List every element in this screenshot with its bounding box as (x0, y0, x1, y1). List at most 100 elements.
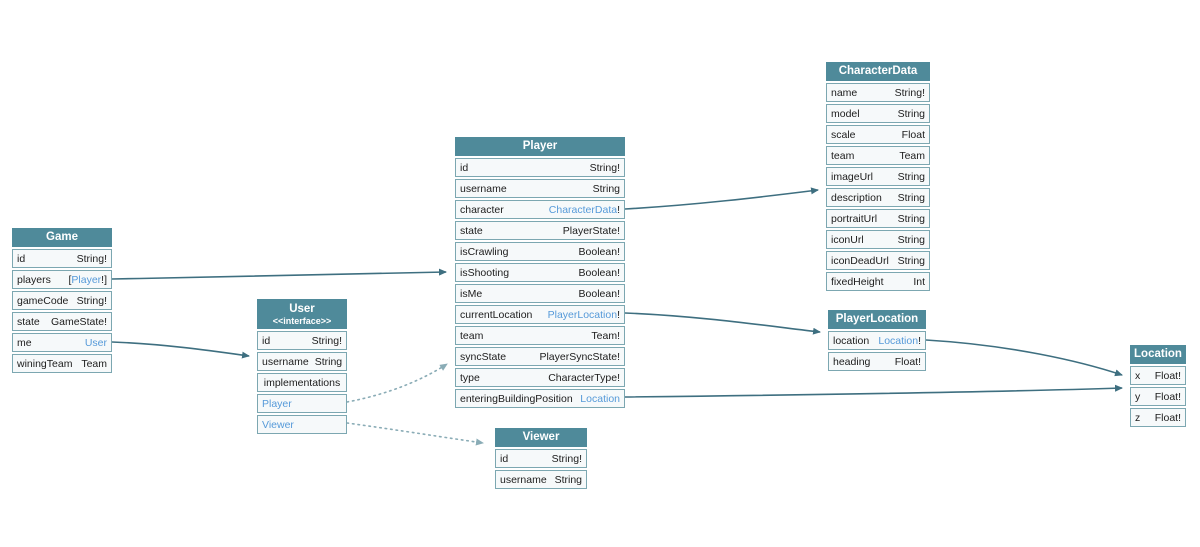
type-link[interactable]: PlayerLocation (547, 308, 618, 321)
field-name: syncState (460, 350, 507, 363)
type-text: String (897, 212, 925, 225)
field-name: imageUrl (831, 170, 874, 183)
type-text: Boolean! (578, 245, 620, 258)
field-name: model (831, 107, 860, 120)
type-text: String! (589, 161, 620, 174)
table-header-viewer[interactable]: Viewer (495, 428, 587, 447)
type-text: PlayerSyncState! (539, 350, 620, 363)
table-header-user[interactable]: User<<interface>> (257, 299, 347, 329)
field-row-enteringBuildingPosition[interactable]: enteringBuildingPosition Location (455, 389, 625, 408)
field-name: currentLocation (460, 308, 533, 321)
field-type: GameState! (51, 316, 107, 328)
type-text: ! (617, 203, 620, 216)
table-header-playerlocation[interactable]: PlayerLocation (828, 310, 926, 329)
field-name: type (460, 371, 480, 384)
field-name: enteringBuildingPosition (460, 392, 573, 405)
edge-user-implementation-viewer (346, 422, 484, 446)
field-type: [Player!] (68, 274, 107, 286)
field-name: description (831, 191, 882, 204)
field-type: String! (77, 295, 107, 307)
type-text: Int (913, 275, 925, 288)
field-type: Team (81, 358, 107, 370)
type-text: Float! (1154, 390, 1181, 403)
field-type: String (898, 234, 925, 246)
type-link[interactable]: Location (878, 334, 919, 347)
field-row-isCrawling[interactable]: isCrawling Boolean! (455, 242, 625, 261)
field-type: String (593, 183, 620, 195)
field-type: String! (312, 335, 342, 347)
type-text: Float! (1154, 411, 1181, 424)
section-row-implementations[interactable]: implementations (257, 373, 347, 392)
field-row-players[interactable]: players[Player!] (12, 270, 112, 289)
field-name: me (17, 336, 32, 349)
implementation-link-player[interactable]: Player (257, 394, 347, 413)
type-text: String (592, 182, 620, 195)
field-name: username (460, 182, 507, 195)
field-type: User (85, 337, 107, 349)
type-link[interactable]: CharacterData (548, 203, 618, 216)
type-link[interactable]: Player (71, 273, 102, 286)
field-row-syncState[interactable]: syncState PlayerSyncState! (455, 347, 625, 366)
field-type: String! (77, 253, 107, 265)
field-row-me[interactable]: me User (12, 333, 112, 352)
type-text: !] (101, 273, 107, 286)
table-header-player[interactable]: Player (455, 137, 625, 156)
type-text: String (897, 107, 925, 120)
type-text: String! (311, 334, 342, 347)
field-row-type[interactable]: type CharacterType! (455, 368, 625, 387)
table-title: Player (522, 140, 558, 152)
edge-user-implementation-player (346, 363, 448, 403)
table-header-location[interactable]: Location (1130, 345, 1186, 364)
field-row-model[interactable]: model String (826, 104, 930, 123)
field-name: z (1135, 411, 1141, 424)
field-type: CharacterType! (548, 372, 620, 384)
table-header-characterdata[interactable]: CharacterData (826, 62, 930, 81)
type-link[interactable]: User (84, 336, 107, 349)
table-title: Location (1134, 348, 1182, 360)
implementation-link-viewer[interactable]: Viewer (257, 415, 347, 434)
field-name: isCrawling (460, 245, 509, 258)
field-row-id[interactable]: id String! (455, 158, 625, 177)
field-type: Location (580, 393, 620, 405)
field-name: iconDeadUrl (831, 254, 889, 267)
field-name: isMe (460, 287, 483, 300)
field-name: id (460, 161, 469, 174)
table-title: PlayerLocation (835, 313, 919, 325)
field-row-z[interactable]: z Float! (1130, 408, 1186, 427)
field-row-username[interactable]: username String (455, 179, 625, 198)
type-link[interactable]: Location (580, 392, 620, 405)
table-header-game[interactable]: Game (12, 228, 112, 247)
